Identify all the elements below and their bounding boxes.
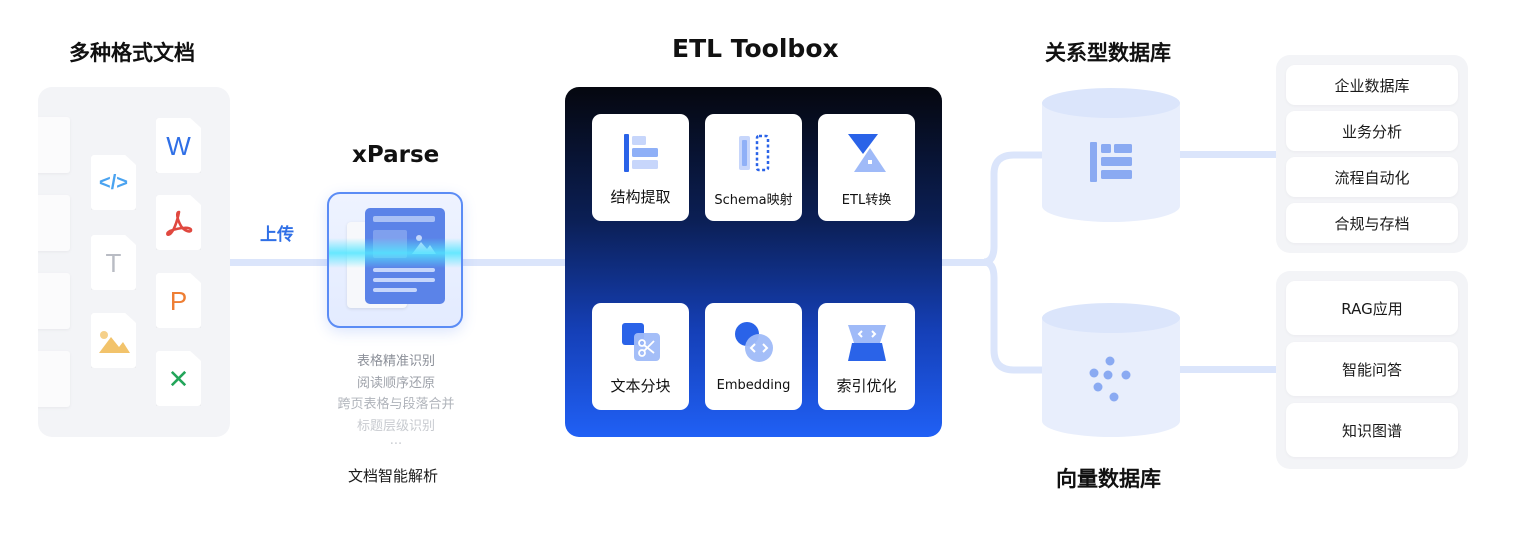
tool-text-chunking[interactable]: 文本分块 (592, 303, 689, 410)
use-case-item[interactable]: 智能问答 (1286, 342, 1458, 396)
use-case-item[interactable]: 流程自动化 (1286, 157, 1458, 197)
docs-title: 多种格式文档 (69, 41, 195, 65)
code-file-icon: </> (91, 155, 136, 210)
xparse-caption: 文档智能解析 (348, 467, 439, 485)
feature-item: ... (389, 433, 403, 448)
feature-item: 阅读顺序还原 (356, 375, 435, 391)
excel-file-icon: ✕ (156, 351, 201, 406)
tool-index-optimization[interactable]: 索引优化 (818, 303, 915, 410)
xparse-card[interactable] (327, 192, 463, 328)
vector-title: 向量数据库 (1056, 467, 1161, 491)
embedding-icon (735, 322, 773, 362)
text-file-icon: T (91, 235, 136, 290)
etl-title: ETL Toolbox (672, 34, 839, 63)
tool-structure-extraction[interactable]: 结构提取 (592, 114, 689, 221)
tool-label: 索引优化 (836, 377, 897, 395)
etl-toolbox-panel: 结构提取 Schema映射 ETL转换 文本分块 (565, 87, 942, 437)
pdf-file-icon (156, 195, 201, 250)
connector-relational-panel (1178, 151, 1276, 158)
word-file-icon: W (156, 118, 201, 173)
connector-xparse-etl (462, 259, 566, 266)
tool-label: Schema映射 (714, 193, 793, 208)
use-case-item[interactable]: 企业数据库 (1286, 65, 1458, 105)
transform-icon (848, 134, 886, 172)
docs-panel: </> T W P ✕ (38, 87, 230, 437)
chunking-icon (622, 323, 660, 361)
tool-label: 结构提取 (610, 188, 671, 206)
branch-connector (983, 151, 1048, 374)
powerpoint-file-icon: P (156, 273, 201, 328)
connector-docs-xparse (230, 259, 328, 266)
tool-etl-transform[interactable]: ETL转换 (818, 114, 915, 221)
image-file-icon (91, 313, 136, 368)
connector-etl-out (942, 259, 986, 266)
xparse-title: xParse (352, 142, 440, 168)
use-case-item[interactable]: RAG应用 (1286, 281, 1458, 335)
use-case-item[interactable]: 合规与存档 (1286, 203, 1458, 243)
connector-vector-panel (1178, 366, 1276, 373)
xparse-feature-list: 表格精准识别 阅读顺序还原 跨页表格与段落合并 标题层级识别 ... (316, 351, 476, 447)
vector-use-cases-panel: RAG应用 智能问答 知识图谱 (1276, 271, 1468, 469)
tool-label: Embedding (716, 378, 791, 393)
feature-item: 标题层级识别 (356, 418, 435, 434)
structure-icon (624, 134, 658, 172)
upload-label: 上传 (260, 225, 294, 245)
schema-icon (739, 134, 770, 172)
use-case-item[interactable]: 知识图谱 (1286, 403, 1458, 457)
index-icon (848, 325, 886, 361)
vector-database-icon (1042, 303, 1180, 437)
relational-database-icon (1042, 88, 1180, 222)
tool-embedding[interactable]: Embedding (705, 303, 802, 410)
feature-item: 跨页表格与段落合并 (337, 397, 455, 412)
feature-item: 表格精准识别 (356, 354, 435, 369)
relational-use-cases-panel: 企业数据库 业务分析 流程自动化 合规与存档 (1276, 55, 1468, 253)
tool-label: ETL转换 (841, 193, 892, 208)
use-case-item[interactable]: 业务分析 (1286, 111, 1458, 151)
relational-title: 关系型数据库 (1045, 41, 1171, 65)
tool-schema-mapping[interactable]: Schema映射 (705, 114, 802, 221)
tool-label: 文本分块 (610, 377, 671, 395)
